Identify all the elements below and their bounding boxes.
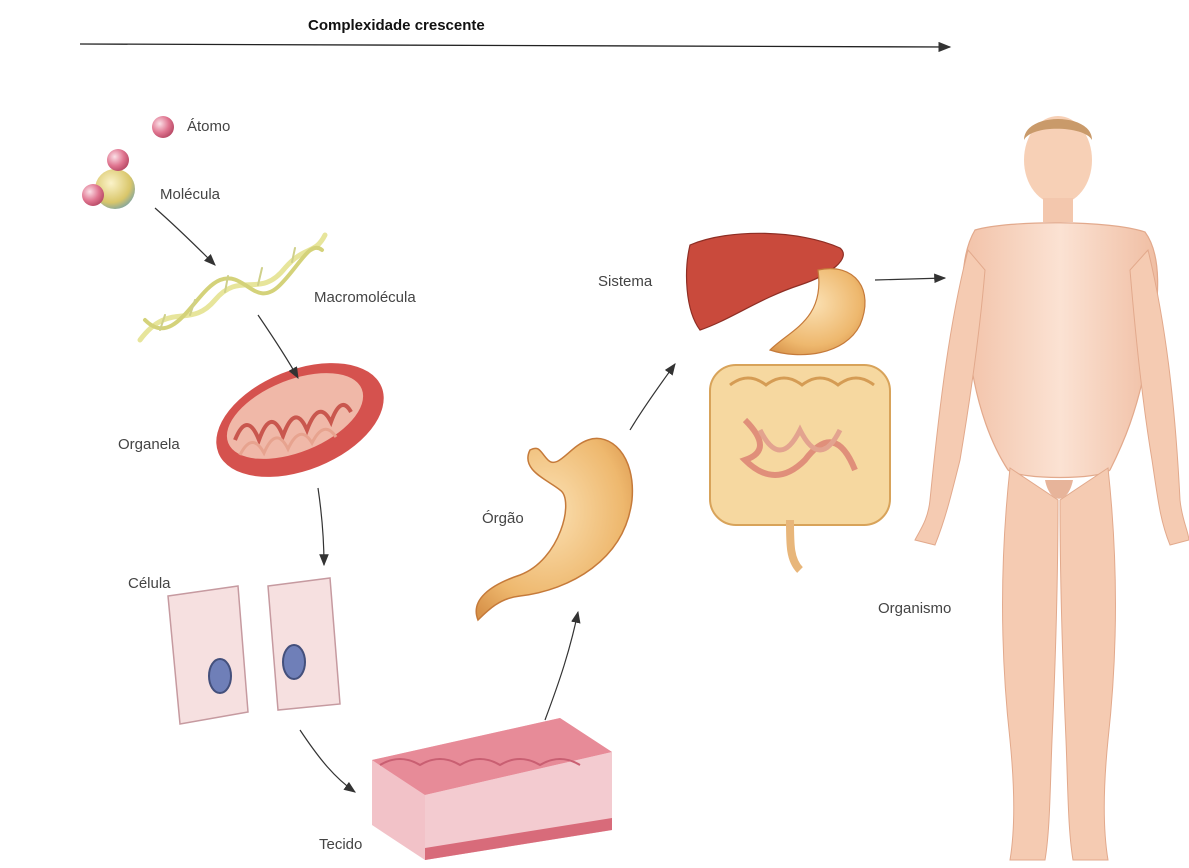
arrow-macromolecule-to-organelle — [258, 315, 298, 378]
label-organism: Organismo — [878, 600, 951, 617]
label-organelle: Organela — [118, 436, 180, 453]
arrow-tissue-to-organ — [545, 612, 578, 720]
arrow-cell-to-tissue — [300, 730, 355, 792]
label-molecule: Molécula — [160, 186, 220, 203]
molecule-icon — [82, 149, 135, 209]
complexity-title: Complexidade crescente — [308, 17, 485, 34]
organism-human-icon — [915, 116, 1189, 860]
organ-stomach-icon — [476, 438, 632, 620]
label-macromolecule: Macromolécula — [314, 289, 416, 306]
label-atom: Átomo — [187, 118, 230, 135]
digestive-system-icon — [687, 233, 890, 570]
complexity-arrow — [80, 44, 950, 47]
arrow-organ-to-system — [630, 364, 675, 430]
label-tissue: Tecido — [319, 836, 362, 853]
tissue-icon — [372, 718, 612, 860]
organelle-mitochondrion-icon — [200, 341, 401, 500]
label-organ: Órgão — [482, 510, 524, 527]
arrow-molecule-to-macromolecule — [155, 208, 215, 265]
macromolecule-helix-icon — [140, 235, 325, 340]
label-cell: Célula — [128, 575, 171, 592]
atom-icon — [152, 116, 174, 138]
label-system: Sistema — [598, 273, 652, 290]
cell-icon — [168, 578, 340, 724]
arrow-system-to-organism — [875, 278, 945, 280]
arrow-organelle-to-cell — [318, 488, 324, 565]
